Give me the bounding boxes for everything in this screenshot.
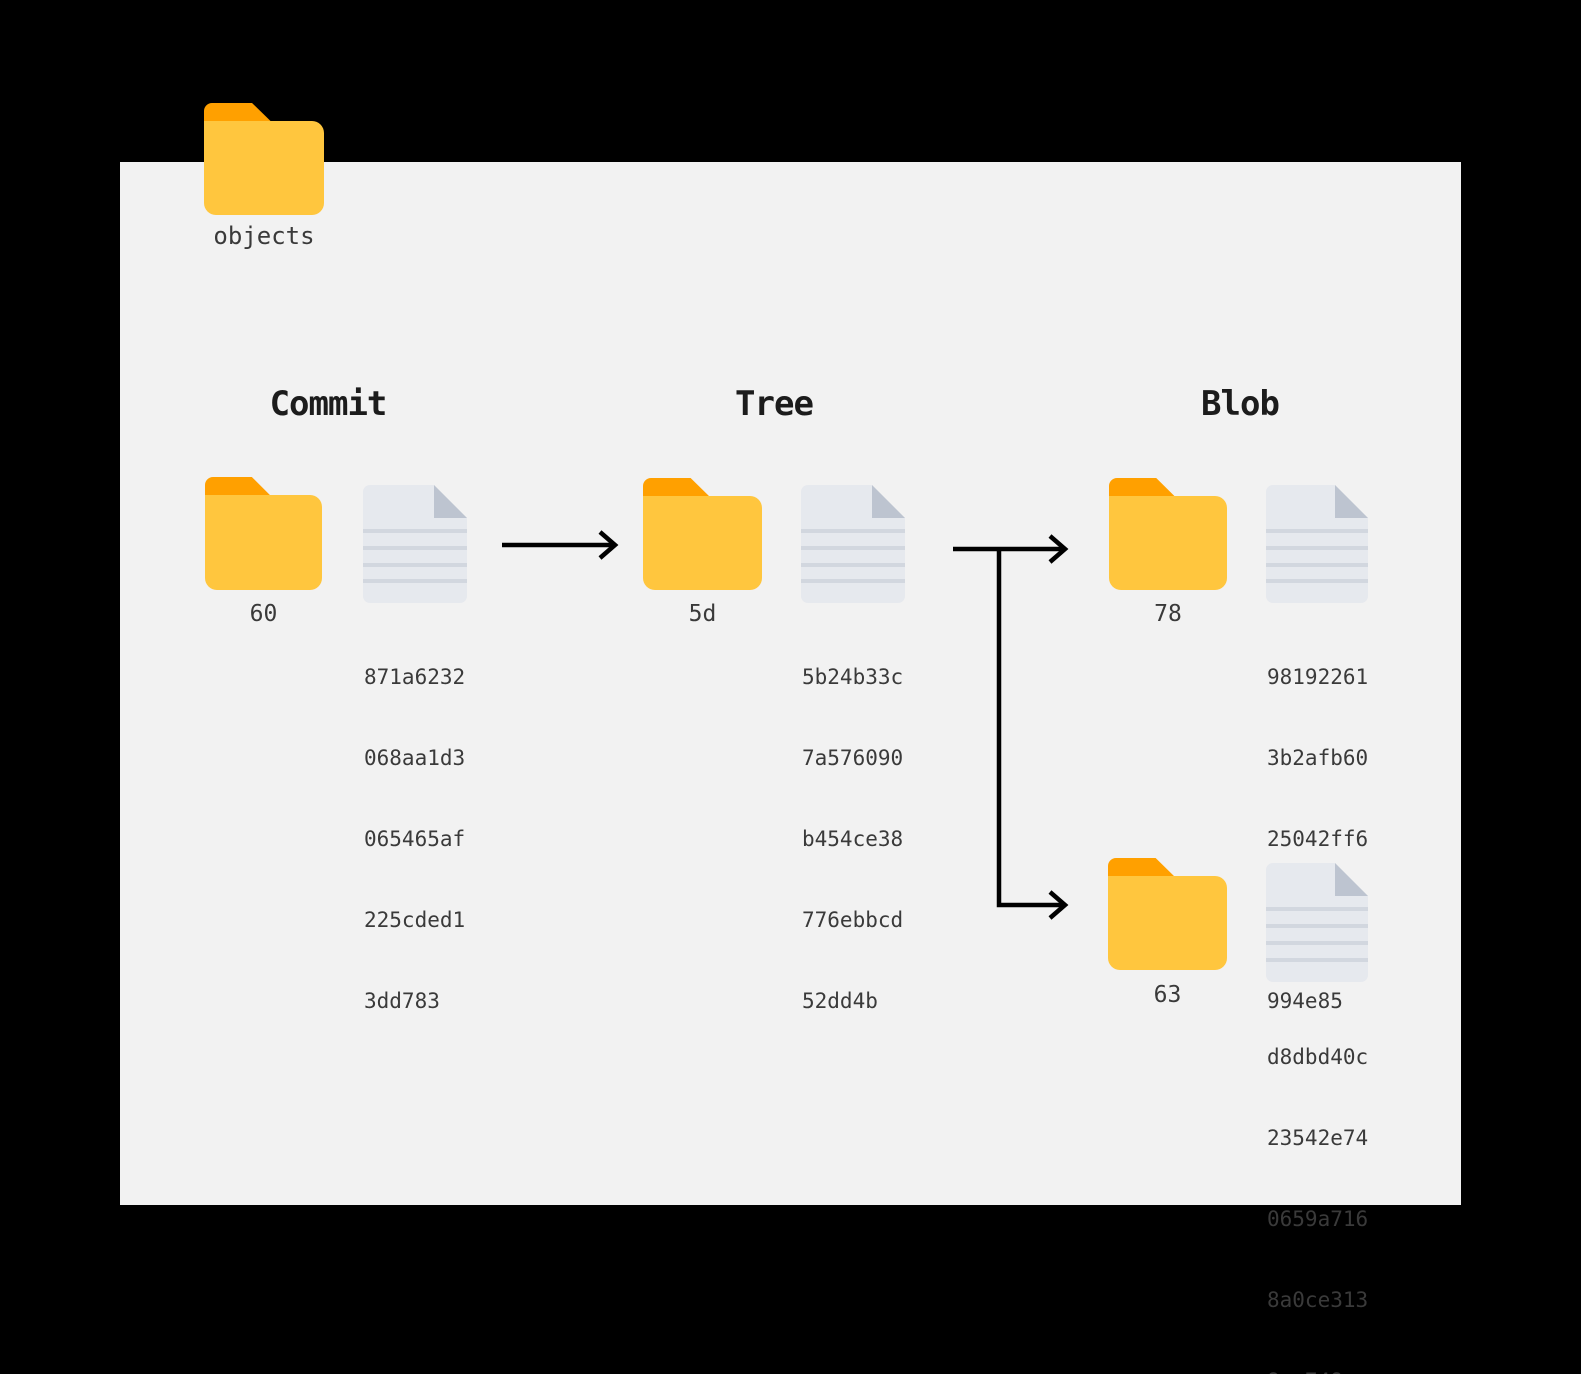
blob2-folder-label: 63: [1153, 982, 1182, 1008]
page-fold-icon: [1335, 863, 1368, 896]
folder-body-shape: [204, 121, 324, 215]
tree-title: Tree: [735, 384, 814, 424]
folder-tab-shape: [643, 478, 713, 499]
folder-tab-shape: [205, 477, 273, 498]
commit-file-icon: [363, 485, 467, 603]
blob1-folder-label: 78: [1154, 601, 1182, 627]
commit-hash-text: 871a6232 068aa1d3 065465af 225cded1 3dd7…: [364, 665, 466, 1013]
page-fold-icon: [1335, 485, 1368, 518]
page-fold-icon: [872, 485, 905, 518]
tree-folder-label: 5d: [688, 601, 717, 627]
page-fold-icon: [434, 485, 467, 518]
objects-folder-label: objects: [213, 222, 315, 250]
blob1-file-icon: [1266, 485, 1368, 603]
folder-body-shape: [205, 495, 322, 590]
tree-hash-text: 5b24b33c 7a576090 b454ce38 776ebbcd 52dd…: [802, 665, 904, 1013]
blob2-hash-text: d8dbd40c 23542e74 0659a716 8a0ce313 8ea7…: [1267, 1045, 1369, 1374]
blob-title: Blob: [1201, 384, 1280, 424]
blob2-file-icon: [1266, 863, 1368, 982]
folder-body-shape: [1108, 876, 1227, 970]
blob2-folder-icon: [1108, 858, 1227, 970]
commit-folder-label: 60: [249, 601, 278, 627]
folder-tab-shape: [204, 103, 274, 124]
folder-body-shape: [643, 496, 762, 590]
diagram-panel: [120, 162, 1461, 1205]
blob1-folder-icon: [1109, 478, 1227, 590]
tree-folder-icon: [643, 478, 762, 590]
folder-body-shape: [1109, 496, 1227, 590]
commit-title: Commit: [269, 384, 388, 424]
folder-tab-shape: [1109, 478, 1178, 499]
tree-file-icon: [801, 485, 905, 603]
folder-tab-shape: [1108, 858, 1178, 879]
commit-folder-icon: [205, 477, 322, 590]
objects-folder-icon: [204, 103, 324, 215]
